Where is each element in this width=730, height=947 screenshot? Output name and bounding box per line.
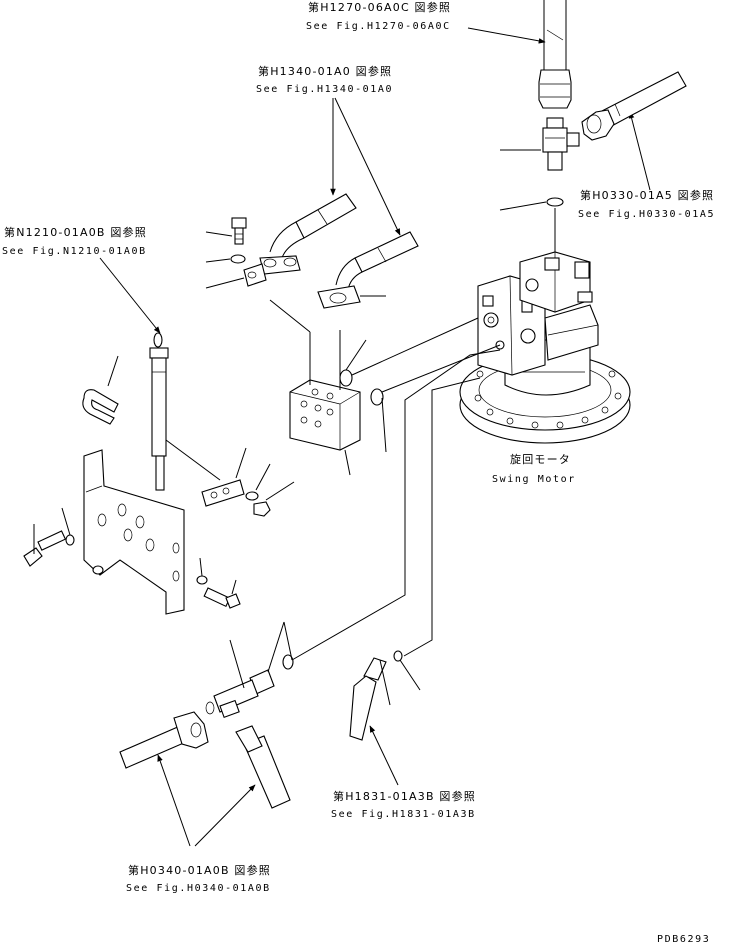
bracket-clamp-plate[interactable] (165, 439, 247, 507)
ref-h1270[interactable]: 第H1270-06A0C 図参照 See Fig.H1270-06A0C (306, 0, 451, 32)
ref-h1340[interactable]: 第H1340-01A0 図参照 See Fig.H1340-01A0 (256, 64, 393, 95)
ref-h0340[interactable]: 第H0340-01A0B 図参照 See Fig.H0340-01A0B (126, 863, 271, 894)
ref-n1210[interactable]: 第N1210-01A0B 図参照 See Fig.N1210-01A0B (2, 225, 147, 257)
swing-motor-label-en: Swing Motor (492, 474, 576, 485)
ref-n1210-jp: 第N1210-01A0B 図参照 (4, 225, 147, 239)
manifold-block[interactable] (269, 299, 361, 476)
cylinder-and-rod[interactable] (149, 332, 169, 491)
connecting-tube-lines (291, 349, 501, 661)
upper-bent-hose[interactable] (259, 193, 357, 275)
top-hose-assembly[interactable] (499, 0, 580, 255)
ref-h1831[interactable]: 第H1831-01A3B 図参照 See Fig.H1831-01A3B (331, 789, 476, 820)
ref-h0340-jp: 第H0340-01A0B 図参照 (128, 863, 271, 877)
ref-h1270-jp: 第H1270-06A0C 図参照 (308, 0, 451, 14)
swing-motor[interactable] (459, 251, 631, 444)
bolt-and-washer-set[interactable] (205, 217, 386, 297)
ref-h0330-en: See Fig.H0330-01A5 (578, 209, 715, 220)
ref-n1210-en: See Fig.N1210-01A0B (2, 246, 147, 257)
ref-h1340-en: See Fig.H1340-01A0 (256, 84, 393, 95)
drawing-code: PDB6293 (657, 934, 710, 945)
elbow-fitting[interactable] (349, 650, 421, 741)
ref-h1831-jp: 第H1831-01A3B 図参照 (333, 789, 476, 803)
mounting-bracket[interactable] (83, 449, 185, 615)
o-ring-lower[interactable] (370, 388, 384, 406)
u-bolt[interactable] (82, 355, 119, 425)
swing-motor-label-jp: 旋回モータ (510, 452, 571, 466)
bracket-hardware[interactable] (23, 463, 295, 609)
ref-h0340-en: See Fig.H0340-01A0B (126, 883, 271, 894)
right-diagonal-hose[interactable] (581, 71, 687, 141)
swing-motor-label: 旋回モータ Swing Motor (492, 452, 576, 485)
ref-h0330-jp: 第H0330-01A5 図参照 (580, 188, 714, 202)
ref-h1831-en: See Fig.H1831-01A3B (331, 809, 476, 820)
lower-bent-hose[interactable] (317, 231, 419, 309)
ref-h1270-en: See Fig.H1270-06A0C (306, 21, 451, 32)
o-ring-upper[interactable] (339, 369, 353, 387)
ref-h1340-jp: 第H1340-01A0 図参照 (258, 64, 392, 78)
lower-tee-assembly[interactable] (119, 621, 294, 809)
reference-arrows (99, 27, 651, 847)
ref-h0330[interactable]: 第H0330-01A5 図参照 See Fig.H0330-01A5 (578, 188, 715, 220)
